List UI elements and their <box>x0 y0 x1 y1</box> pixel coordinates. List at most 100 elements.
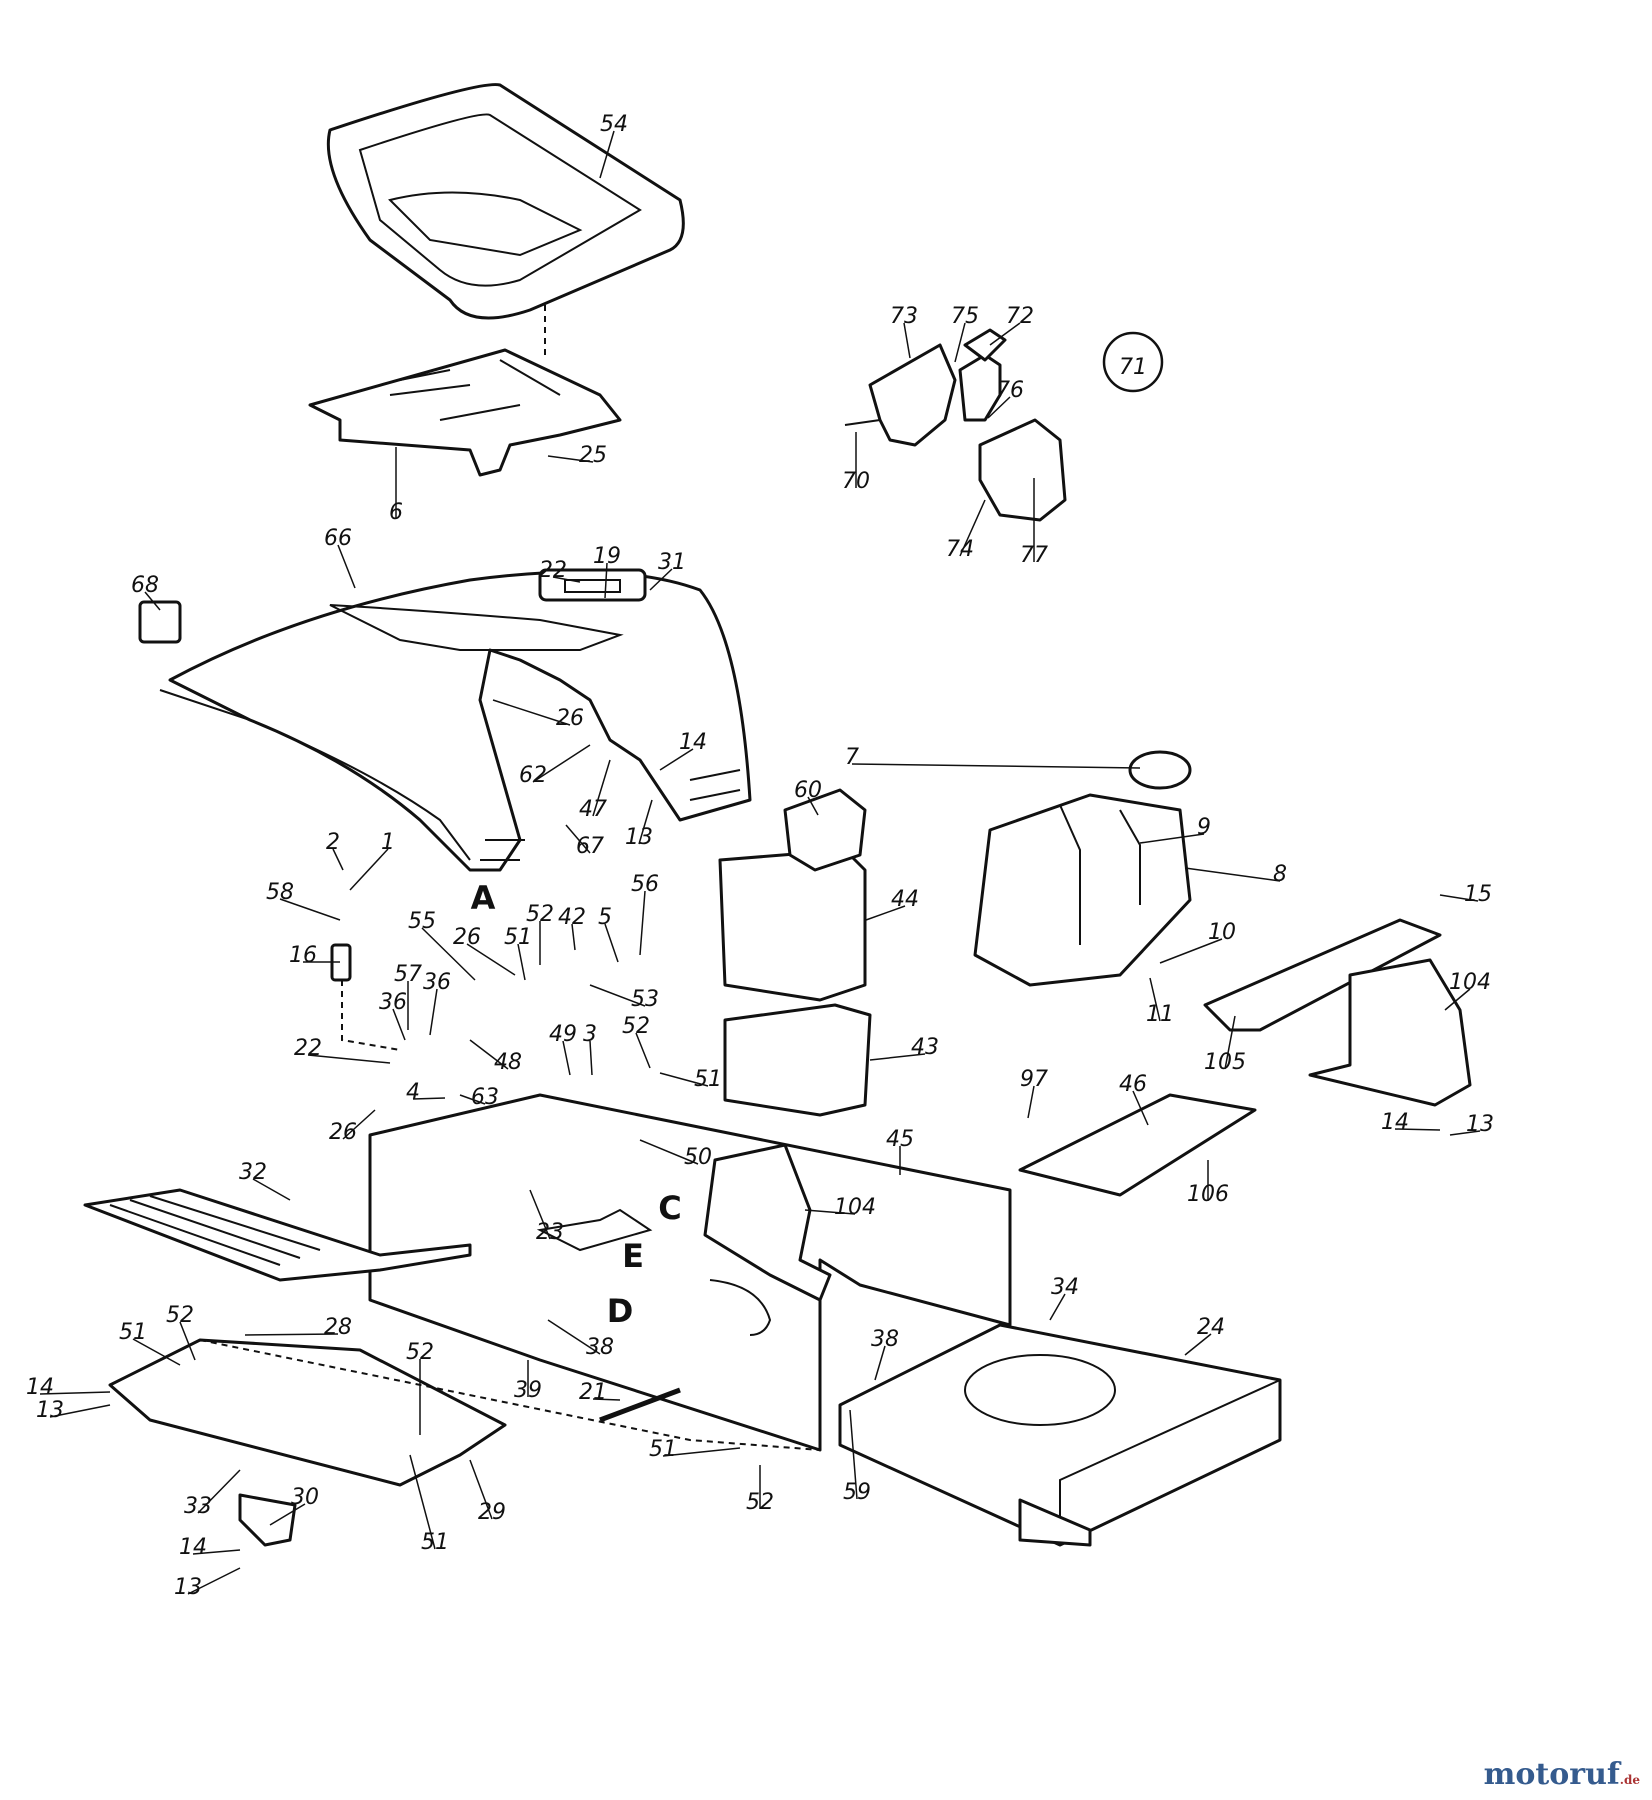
leader-line <box>903 322 911 359</box>
callout-label: 104 <box>834 1195 876 1220</box>
callout-label: 15 <box>1464 882 1492 907</box>
leader-line <box>639 890 646 956</box>
callout-label: 43 <box>911 1035 939 1060</box>
callout-label: 53 <box>631 987 659 1012</box>
leader-line <box>392 1008 406 1041</box>
leader-line <box>1394 1128 1441 1131</box>
callout-label: D <box>607 1292 634 1330</box>
callout-label: 51 <box>119 1320 147 1345</box>
leader-line <box>279 898 341 921</box>
callout-label: 11 <box>1146 1002 1174 1027</box>
callout-label: 63 <box>471 1085 499 1110</box>
callout-label: 38 <box>586 1335 614 1360</box>
callout-label: 51 <box>649 1437 677 1462</box>
leader-line <box>39 1391 111 1395</box>
callout-label: 3 <box>583 1022 597 1047</box>
leader-line <box>179 1321 196 1361</box>
callout-label: 26 <box>453 925 481 950</box>
watermark: motoruf.de <box>1484 1757 1640 1792</box>
callout-label: 5 <box>598 905 612 930</box>
footrest <box>83 1188 472 1282</box>
callout-label: 59 <box>843 1480 871 1505</box>
leader-line <box>187 1567 241 1595</box>
callout-label: 1 <box>381 830 395 855</box>
callout-label: 13 <box>36 1398 64 1423</box>
callout-label: 76 <box>996 378 1024 403</box>
leader-line <box>1159 938 1223 964</box>
callout-label: 74 <box>946 537 974 562</box>
leader-line <box>865 905 906 921</box>
callout-label: 45 <box>886 1127 914 1152</box>
leader-line <box>592 759 611 817</box>
leader-line <box>571 923 576 951</box>
callout-label: 14 <box>179 1535 207 1560</box>
part-46 <box>1018 1093 1257 1197</box>
gear-shift-assembly <box>844 328 1067 522</box>
leader-line <box>547 455 594 463</box>
callout-label: 60 <box>794 778 822 803</box>
leader-line <box>197 1469 241 1514</box>
leader-line <box>635 1032 651 1069</box>
leader-line <box>851 763 1141 769</box>
callout-label: 39 <box>514 1378 542 1403</box>
leader-line <box>599 130 615 179</box>
leader-line <box>1449 1130 1481 1136</box>
leader-line <box>517 943 526 981</box>
frame <box>368 1093 1012 1452</box>
callout-label: 50 <box>684 1145 712 1170</box>
callout-label: 32 <box>239 1160 267 1185</box>
leader-line <box>49 1404 111 1418</box>
callout-label: 52 <box>406 1340 434 1365</box>
callout-label: 22 <box>539 558 567 583</box>
leader-line <box>1132 1090 1149 1126</box>
callout-label: 51 <box>421 1530 449 1555</box>
callout-label: 51 <box>694 1067 722 1092</box>
callout-label: 31 <box>658 550 686 575</box>
callout-label: 24 <box>1197 1315 1225 1340</box>
leader-line <box>649 568 673 591</box>
callout-label: 26 <box>556 706 584 731</box>
callout-label: C <box>658 1189 681 1227</box>
callout-label: 6 <box>389 500 403 525</box>
callout-label: 72 <box>1006 304 1034 329</box>
leader-line <box>332 848 344 871</box>
callout-label: 54 <box>600 112 628 137</box>
leader-line <box>869 1053 926 1061</box>
leader-line <box>244 1333 339 1336</box>
leader-line <box>562 1040 571 1076</box>
callout-label: 48 <box>494 1050 522 1075</box>
callout-label: 106 <box>1187 1182 1229 1207</box>
lower-pan <box>108 1338 821 1547</box>
leader-line <box>547 1319 601 1355</box>
leader-line <box>589 984 646 1007</box>
part-68 <box>138 600 182 644</box>
leader-line <box>529 1189 551 1240</box>
callout-label: 7 <box>845 745 859 770</box>
callout-label: 13 <box>1466 1112 1494 1137</box>
callout-label: 47 <box>579 797 607 822</box>
callout-label: 56 <box>631 872 659 897</box>
seat <box>326 83 685 320</box>
callout-label: 73 <box>890 304 918 329</box>
callout-label: 77 <box>1020 543 1048 568</box>
callout-label: 22 <box>294 1036 322 1061</box>
callout-label: 9 <box>1197 815 1211 840</box>
leader-line <box>638 799 653 845</box>
leader-line <box>659 748 694 771</box>
leader-line <box>532 744 591 783</box>
leader-line <box>1184 1333 1212 1356</box>
leader-line <box>192 1549 241 1555</box>
callout-label: 52 <box>746 1490 774 1515</box>
callout-label: 52 <box>166 1303 194 1328</box>
leader-line <box>565 824 591 854</box>
leader-line <box>589 1040 593 1076</box>
leader-line <box>592 1398 621 1401</box>
callout-label: 36 <box>379 990 407 1015</box>
leader-line <box>469 1039 509 1070</box>
callout-label: 34 <box>1051 1275 1079 1300</box>
leader-line <box>269 1503 306 1526</box>
callout-label: 30 <box>291 1485 319 1510</box>
leader-line <box>1139 833 1205 844</box>
rear-bracket <box>1203 918 1472 1107</box>
callout-label: 49 <box>549 1022 577 1047</box>
